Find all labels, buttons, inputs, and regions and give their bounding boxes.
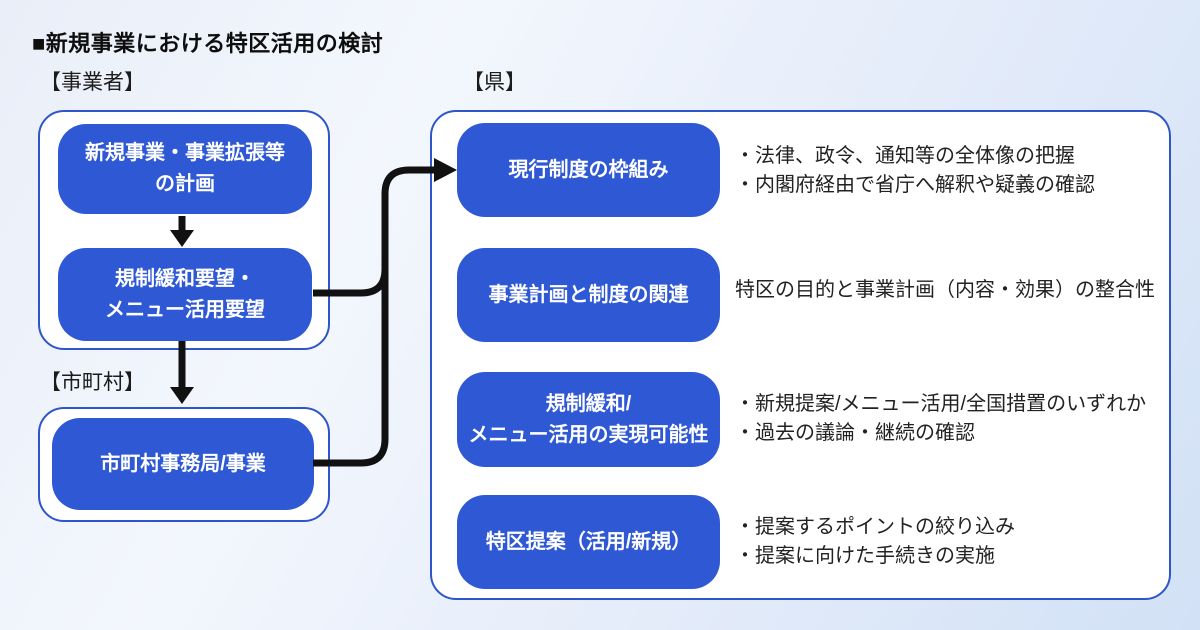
node-business-plan-relation: 事業計画と制度の関連 [457,248,720,342]
note-line: ・過去の議論・継続の確認 [735,422,975,444]
note-line: ・法律、政令、通知等の全体像の把握 [735,145,1075,167]
node-deregulation-request: 規制緩和要望・ メニュー活用要望 [58,248,312,341]
node-municipal-office: 市町村事務局/事業 [52,418,314,510]
page-title: ■新規事業における特区活用の検討 [32,31,384,56]
node-feasibility: 規制緩和/ メニュー活用の実現可能性 [457,372,720,467]
note-line: ・新規提案/メニュー活用/全国措置のいずれか [735,393,1147,415]
note-line: ・提案に向けた手続きの実施 [735,545,995,567]
section-label-operator: 【事業者】 [40,71,145,94]
notes-business-plan-relation: 特区の目的と事業計画（内容・効果）の整合性 [735,276,1155,305]
notes-feasibility: ・新規提案/メニュー活用/全国措置のいずれか ・過去の議論・継続の確認 [735,390,1146,448]
notes-current-system-framework: ・法律、政令、通知等の全体像の把握 ・内閣府経由で省庁へ解釈や疑義の確認 [735,142,1095,200]
node-tokku-proposal: 特区提案（活用/新規） [457,495,720,589]
section-label-municipality: 【市町村】 [40,371,145,394]
node-new-business-plan: 新規事業・事業拡張等 の計画 [58,124,312,214]
notes-tokku-proposal: ・提案するポイントの絞り込み ・提案に向けた手続きの実施 [735,513,1015,571]
note-line: ・内閣府経由で省庁へ解釈や疑義の確認 [735,174,1095,196]
arrow-request-to-municipality [170,341,194,404]
note-line: 特区の目的と事業計画（内容・効果）の整合性 [735,279,1155,301]
node-current-system-framework: 現行制度の枠組み [457,123,720,217]
section-label-prefecture: 【県】 [463,71,526,94]
note-line: ・提案するポイントの絞り込み [735,516,1015,538]
